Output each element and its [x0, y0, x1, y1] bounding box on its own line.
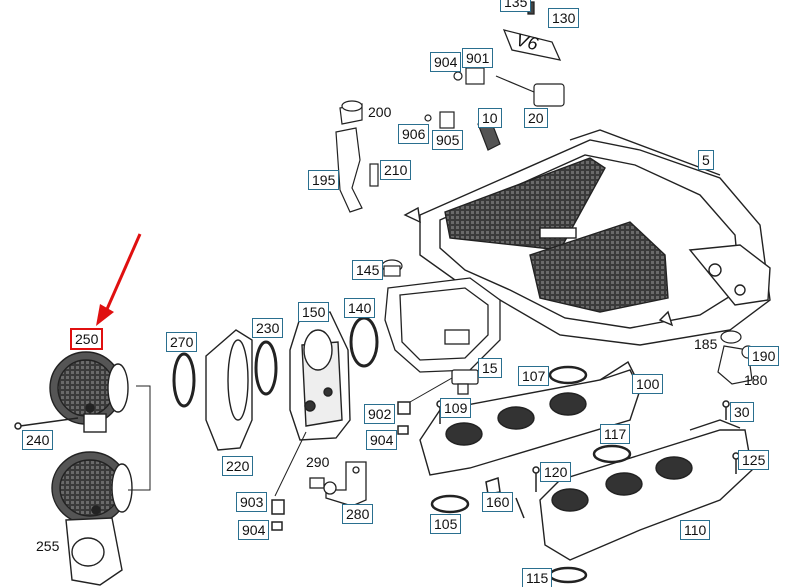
callout-190: 190 [748, 346, 780, 366]
callout-280: 280 [342, 504, 374, 524]
bracket-280 [309, 461, 367, 507]
intake-manifold-lower [539, 419, 753, 561]
callout-290: 290 [306, 454, 330, 470]
callout-140: 140 [344, 298, 376, 318]
throttle-lower [51, 451, 133, 586]
callout-150: 150 [298, 302, 330, 322]
callout-904-top: 904 [430, 52, 462, 72]
callout-145: 145 [352, 260, 384, 280]
callout-130: 130 [548, 8, 580, 28]
gasket-parts [172, 329, 278, 451]
intake-housing [349, 277, 501, 373]
bolt-240 [14, 417, 79, 430]
cover-emblem-text: V6 [513, 29, 541, 55]
engine-cover [403, 129, 771, 346]
callout-20: 20 [524, 108, 548, 128]
callout-5: 5 [698, 150, 714, 170]
callout-270: 270 [166, 332, 198, 352]
callout-120: 120 [540, 462, 572, 482]
callout-135: 135 [500, 0, 532, 12]
callout-200: 200 [368, 104, 392, 120]
callout-10: 10 [478, 108, 502, 128]
callout-100: 100 [632, 374, 664, 394]
callout-125: 125 [738, 450, 770, 470]
callout-210: 210 [380, 160, 412, 180]
callout-180: 180 [744, 372, 768, 388]
throttle-upper [49, 351, 129, 433]
callout-906: 906 [398, 124, 430, 144]
callout-230: 230 [252, 318, 284, 338]
callout-904-mid: 904 [366, 430, 398, 450]
callout-903: 903 [236, 492, 268, 512]
callout-117: 117 [600, 424, 631, 444]
callout-105: 105 [430, 514, 462, 534]
callout-250-highlighted: 250 [70, 328, 104, 350]
callout-902: 902 [364, 404, 396, 424]
callout-110: 110 [680, 520, 711, 540]
callout-240: 240 [22, 430, 54, 450]
callout-904-bottom: 904 [238, 520, 270, 540]
pointer-arrow [96, 233, 142, 326]
callout-15: 15 [478, 358, 502, 378]
callout-255: 255 [36, 538, 60, 554]
callout-905: 905 [432, 130, 464, 150]
callout-195: 195 [308, 170, 340, 190]
callout-220: 220 [222, 456, 254, 476]
sensor-15 [451, 369, 479, 395]
callout-30: 30 [730, 402, 754, 422]
callout-185: 185 [694, 336, 718, 352]
callout-901: 901 [462, 48, 494, 68]
callout-160: 160 [482, 492, 514, 512]
callout-107: 107 [518, 366, 550, 386]
throttle-actuator [289, 311, 351, 441]
callout-109: 109 [440, 398, 472, 418]
callout-115: 115 [522, 568, 553, 587]
